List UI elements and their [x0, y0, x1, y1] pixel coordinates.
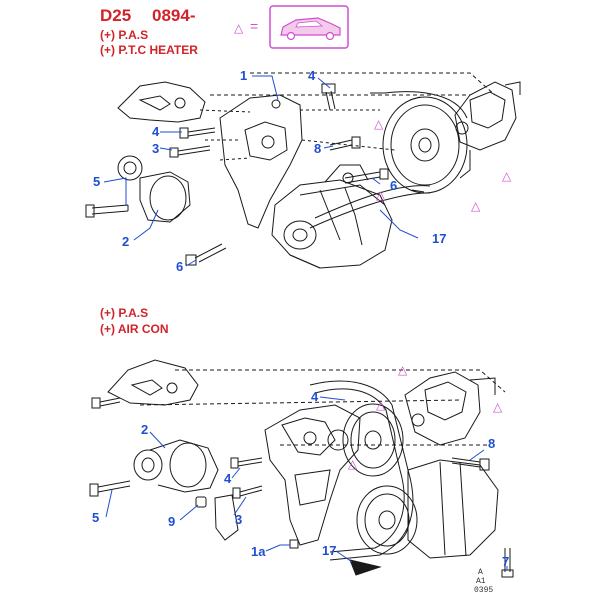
triangle-marker-icon: △: [348, 457, 358, 471]
footer-code-0395: 0395: [474, 586, 494, 595]
top-callout-6b: 6: [176, 259, 184, 274]
top-callout-17: 17: [432, 231, 447, 246]
top-callout-4b: 4: [152, 124, 160, 139]
bottom-callout-9: 9: [168, 514, 176, 529]
bottom-note-pas: (+) P.A.S: [100, 306, 149, 320]
top-callout-1: 1: [240, 68, 248, 83]
triangle-marker-icon: △: [502, 169, 512, 183]
bottom-callout-3: 3: [235, 512, 243, 527]
top-callout-5: 5: [93, 174, 101, 189]
footer-code-a: A: [478, 568, 483, 577]
top-note-pas: (+) P.A.S: [100, 28, 149, 42]
top-callout-4a: 4: [308, 68, 316, 83]
triangle-marker-icon: △: [471, 199, 481, 213]
bottom-callout-7: 7: [502, 554, 510, 569]
diagram-date: 0894-: [152, 6, 196, 25]
bottom-callout-4a: 4: [311, 389, 319, 404]
top-callout-2: 2: [122, 234, 130, 249]
top-callout-6a: 6: [390, 178, 398, 193]
bottom-callout-5: 5: [92, 510, 100, 525]
car-legend-icon: [269, 5, 349, 49]
bottom-callout-8: 8: [488, 436, 496, 451]
triangle-marker-icon: △: [493, 400, 503, 414]
triangle-marker-icon: △: [398, 363, 408, 377]
top-note-ptc: (+) P.T.C HEATER: [100, 43, 198, 57]
triangle-marker-icon: △: [376, 398, 386, 412]
triangle-marker-icon: △: [376, 188, 386, 202]
bottom-callout-2: 2: [141, 422, 149, 437]
bottom-note-aircon: (+) AIR CON: [100, 322, 169, 336]
legend-equals: =: [250, 18, 259, 34]
bottom-callout-17: 17: [322, 543, 337, 558]
top-callout-3: 3: [152, 141, 160, 156]
bottom-callout-4b: 4: [224, 471, 232, 486]
top-callout-8: 8: [314, 141, 322, 156]
legend-triangle-icon: △: [234, 21, 244, 35]
triangle-marker-icon: △: [374, 117, 384, 131]
bottom-callout-1a: 1a: [251, 544, 266, 559]
footer-code-a1: A1: [476, 577, 486, 586]
diagram-code: D25: [100, 6, 132, 25]
